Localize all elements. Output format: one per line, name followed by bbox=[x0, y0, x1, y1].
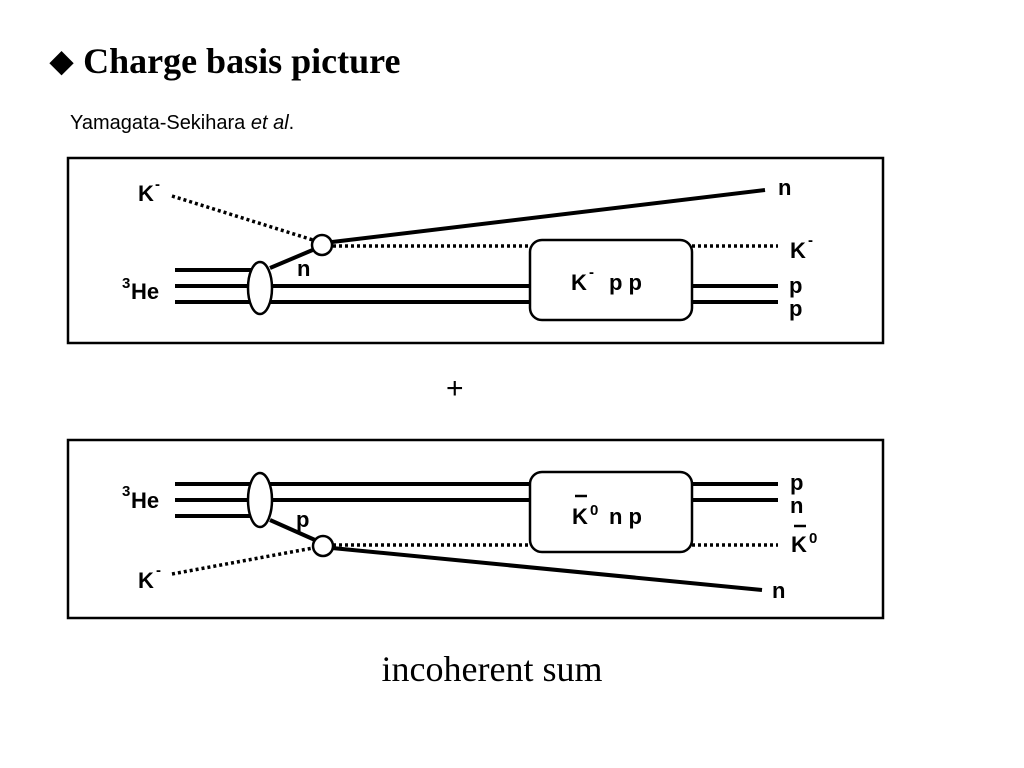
top-kaon-in-sup: - bbox=[155, 176, 160, 193]
title-text: Charge basis picture bbox=[83, 41, 401, 81]
top-vertex-circle bbox=[310, 233, 334, 257]
top-bound-state-box bbox=[528, 238, 694, 322]
top-box-k: K bbox=[571, 270, 587, 295]
author-name: Yamagata-Sekihara bbox=[70, 112, 251, 134]
slide-title: ◆ Charge basis picture bbox=[50, 40, 400, 82]
top-nucleus-ellipse bbox=[246, 260, 274, 316]
bottom-box-k-sup: 0 bbox=[590, 502, 598, 519]
top-kaon-in-label: K bbox=[138, 181, 154, 206]
top-box-k-sup: - bbox=[589, 264, 594, 281]
bottom-target-sup: 3 bbox=[122, 483, 130, 500]
author-period: . bbox=[288, 112, 295, 134]
bottom-out-n2-label: n bbox=[772, 578, 785, 603]
top-out-p1-label: p bbox=[789, 273, 802, 298]
bottom-nucleus-ellipse bbox=[246, 471, 274, 529]
bottom-box-k: K bbox=[572, 504, 588, 529]
top-target-label: He bbox=[131, 279, 159, 304]
diagram-top: K - 3 He n K - p p n K - p p bbox=[66, 156, 885, 345]
top-target-sup: 3 bbox=[122, 275, 130, 292]
top-kaon-in-line bbox=[171, 194, 314, 242]
plus-sign: + bbox=[446, 372, 464, 405]
bottom-kaon-in-sup: - bbox=[156, 562, 161, 579]
top-out-p2-label: p bbox=[789, 296, 802, 321]
bottom-out-k-label: K bbox=[791, 532, 807, 557]
bottom-kaon-in-line bbox=[171, 546, 314, 576]
bottom-proton-to-vertex bbox=[269, 518, 316, 542]
diagram-bottom: 3 He p K - K 0 n p p n K 0 n bbox=[66, 438, 885, 620]
diagram-bottom-frame bbox=[66, 438, 885, 620]
top-out-n-label: n bbox=[778, 175, 791, 200]
top-vertex-label: n bbox=[297, 256, 310, 281]
bottom-vertex-circle bbox=[311, 534, 335, 558]
author-etal: et al bbox=[250, 112, 289, 134]
bottom-out-n1-label: n bbox=[790, 493, 803, 518]
bottom-target-label: He bbox=[131, 488, 159, 513]
top-out-k-label: K bbox=[790, 238, 806, 263]
bottom-bound-state-box bbox=[528, 470, 694, 554]
bottom-out-k-sup: 0 bbox=[809, 530, 817, 547]
diagram-top-frame bbox=[66, 156, 885, 345]
bottom-out-p-label: p bbox=[790, 470, 803, 495]
bottom-kaon-in-label: K bbox=[138, 568, 154, 593]
author-citation: Yamagata-Sekihara et al. bbox=[70, 112, 294, 135]
top-neutron-out-line bbox=[331, 188, 766, 244]
bottom-neutron-out-line bbox=[331, 546, 763, 592]
top-box-rest: p p bbox=[609, 270, 642, 295]
bottom-box-rest: n p bbox=[609, 504, 642, 529]
incoherent-sum-label: incoherent sum bbox=[381, 649, 603, 689]
diamond-bullet-icon: ◆ bbox=[50, 45, 74, 78]
bottom-vertex-label: p bbox=[296, 507, 309, 532]
top-neutron-to-vertex bbox=[269, 247, 316, 270]
top-out-k-sup: - bbox=[808, 232, 813, 249]
